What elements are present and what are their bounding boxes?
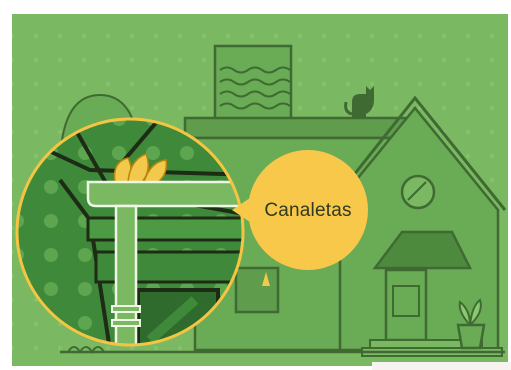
cat-icon [344, 86, 374, 118]
magnifier-icon [15, 117, 245, 347]
bottom-strip [372, 362, 511, 370]
leaves-icon [113, 153, 168, 183]
callout-label: Canaletas [264, 200, 352, 221]
callout-bubble [232, 150, 368, 270]
grass-tuft [67, 346, 105, 354]
plant-pot-icon [456, 298, 486, 350]
